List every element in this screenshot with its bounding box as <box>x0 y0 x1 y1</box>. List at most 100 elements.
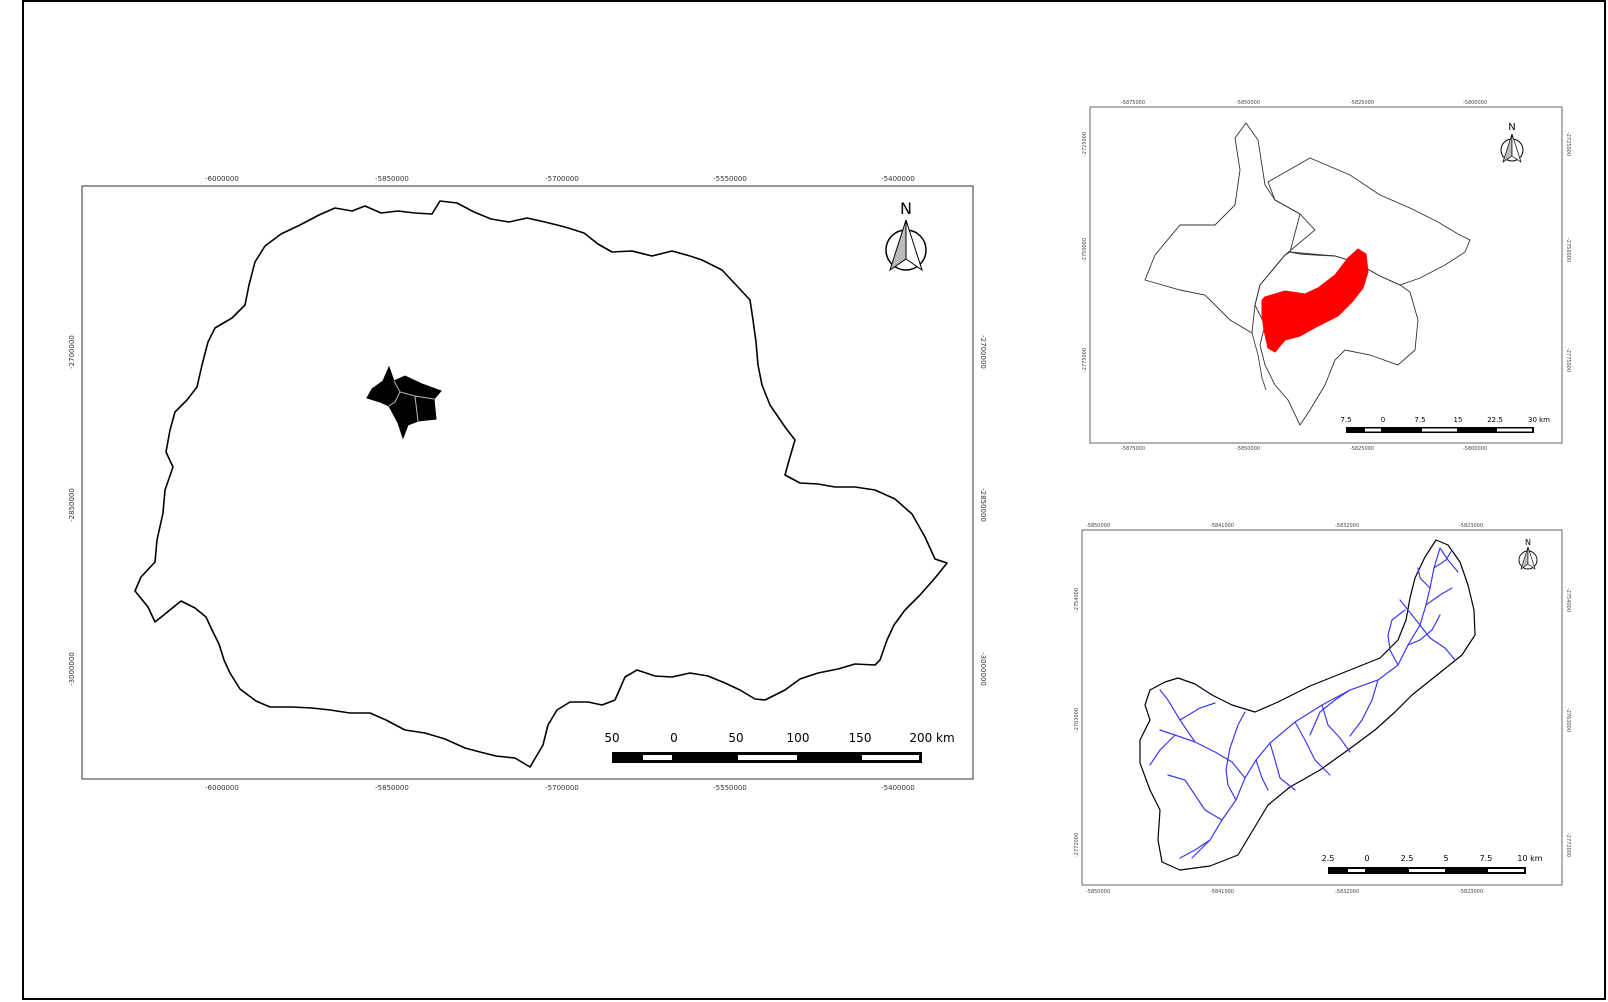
tributary <box>1425 587 1453 606</box>
inset1-top-coord: -5825000 <box>1350 100 1374 106</box>
scale-segment <box>1497 428 1532 432</box>
tributary <box>1309 689 1351 736</box>
scale-segment <box>1365 428 1381 432</box>
inset2-top-coord: -5841000 <box>1210 523 1234 529</box>
main-river <box>1191 547 1441 859</box>
tributary <box>1179 839 1211 859</box>
inset2-scale-label: 2.5 <box>1401 854 1414 863</box>
tributary <box>1225 711 1246 801</box>
main-bottom-coord: -5550000 <box>713 784 747 792</box>
tributary <box>1439 547 1459 573</box>
inset1-left-coord: -2775000 <box>1082 348 1088 372</box>
drainage-network <box>1149 547 1459 859</box>
inset2-top-coord: -5823000 <box>1459 523 1483 529</box>
main-left-coord: -3000000 <box>68 652 76 686</box>
tributary <box>1269 742 1296 791</box>
scale-segment <box>738 755 797 760</box>
watershed-outline <box>1139 539 1476 871</box>
inset2-bottom-coord: -5823000 <box>1459 889 1483 895</box>
main-right-coord: -2700000 <box>979 335 987 369</box>
main-left-coord: -2850000 <box>68 488 76 522</box>
inset1-right-coord: -2750000 <box>1565 238 1571 262</box>
inset2-north-arrow: N <box>1518 538 1538 570</box>
main-scale-label: 200 km <box>909 731 954 745</box>
main-bottom-coord: -5700000 <box>545 784 579 792</box>
main-top-coord: -5850000 <box>375 175 409 183</box>
inset1-north-label: N <box>1508 122 1515 133</box>
inset1-bottom-coord: -5850000 <box>1236 446 1260 452</box>
main-top-coord: -6000000 <box>205 175 239 183</box>
inset1-scale-bar: 7.5 0 7.5 15 22.5 30 km <box>1340 416 1550 433</box>
inset1-bottom-coord: -5800000 <box>1463 446 1487 452</box>
tributary <box>1294 721 1331 776</box>
inset2-right-coord: -2772000 <box>1565 833 1571 857</box>
inset1-top-coord: -5850000 <box>1236 100 1260 106</box>
main-scale-label: 100 <box>787 731 810 745</box>
inset1-scale-label: 7.5 <box>1340 416 1351 424</box>
main-scale-label: 150 <box>849 731 872 745</box>
inset2-top-coord: -5850000 <box>1086 523 1110 529</box>
main-scale-label: 0 <box>670 731 678 745</box>
main-right-coord: -3000000 <box>979 652 987 686</box>
tributary <box>1179 702 1216 721</box>
main-map-frame <box>81 185 974 780</box>
tributary <box>1321 704 1351 753</box>
inset2-top-coord: -5832000 <box>1335 523 1359 529</box>
scale-segment <box>1409 869 1445 872</box>
inset2-right-coord: -2754000 <box>1565 588 1571 612</box>
municipality-boundaries <box>388 380 435 422</box>
inset2-scale-label: 5 <box>1443 854 1448 863</box>
tributary <box>1159 729 1246 779</box>
inset2-north-label: N <box>1525 538 1531 547</box>
main-scale-label: 50 <box>604 731 619 745</box>
north-arrow-right-half <box>1527 546 1536 570</box>
inset1-scale-label: 15 <box>1454 416 1463 424</box>
main-bottom-coord: -6000000 <box>205 784 239 792</box>
inset2-right-coord: -2763000 <box>1565 708 1571 732</box>
main-right-coord: -2850000 <box>979 488 987 522</box>
tributary <box>1399 599 1421 626</box>
study-area-highlight <box>366 365 442 440</box>
tributary <box>1255 759 1269 791</box>
inset2-scale-label: 7.5 <box>1480 854 1493 863</box>
inset1-right-coord: -2725000 <box>1565 132 1571 156</box>
main-north-arrow: N <box>885 199 927 272</box>
page-frame <box>22 0 1606 1000</box>
inset1-scale-label: 22.5 <box>1487 416 1503 424</box>
state-outline <box>134 200 948 768</box>
river-channel <box>1251 332 1267 391</box>
main-top-coord: -5400000 <box>881 175 915 183</box>
tributary <box>1159 689 1196 743</box>
inset1-scale-label: 30 km <box>1528 416 1550 424</box>
main-north-label: N <box>900 199 912 218</box>
inset2-scale-label: 10 km <box>1517 854 1542 863</box>
inset1-left-coord: -2725000 <box>1082 132 1088 156</box>
inset1-scale-label: 7.5 <box>1414 416 1425 424</box>
inset2-left-coord: -2763000 <box>1074 708 1080 732</box>
municipality-outline-south <box>1254 251 1419 426</box>
inset2-bottom-coord: -5832000 <box>1335 889 1359 895</box>
main-bottom-coord: -5400000 <box>881 784 915 792</box>
tributary <box>1419 624 1456 661</box>
watershed-highlight <box>1261 248 1369 353</box>
inset1-left-coord: -2750000 <box>1082 238 1088 262</box>
main-scale-bar: 50 0 50 100 150 200 km <box>604 731 955 763</box>
inset1-scale-label: 0 <box>1381 416 1385 424</box>
inset1-top-coord: -5875000 <box>1121 100 1145 106</box>
inset2-scale-bar: 2.5 0 2.5 5 7.5 10 km <box>1322 854 1543 874</box>
main-scale-label: 50 <box>728 731 743 745</box>
inset2-left-coord: -2772000 <box>1074 833 1080 857</box>
scale-segment <box>1488 869 1524 872</box>
inset2-left-coord: -2754000 <box>1074 588 1080 612</box>
tributary <box>1349 679 1379 737</box>
north-arrow-right-half <box>1511 133 1522 163</box>
scale-segment <box>1348 869 1365 872</box>
main-bottom-coord: -5850000 <box>375 784 409 792</box>
inset2-bottom-coord: -5841000 <box>1210 889 1234 895</box>
main-top-coord: -5700000 <box>545 175 579 183</box>
scale-segment <box>1422 428 1457 432</box>
inset2-frame <box>1081 529 1563 886</box>
main-left-coord: -2700000 <box>68 335 76 369</box>
tributary <box>1407 614 1441 646</box>
